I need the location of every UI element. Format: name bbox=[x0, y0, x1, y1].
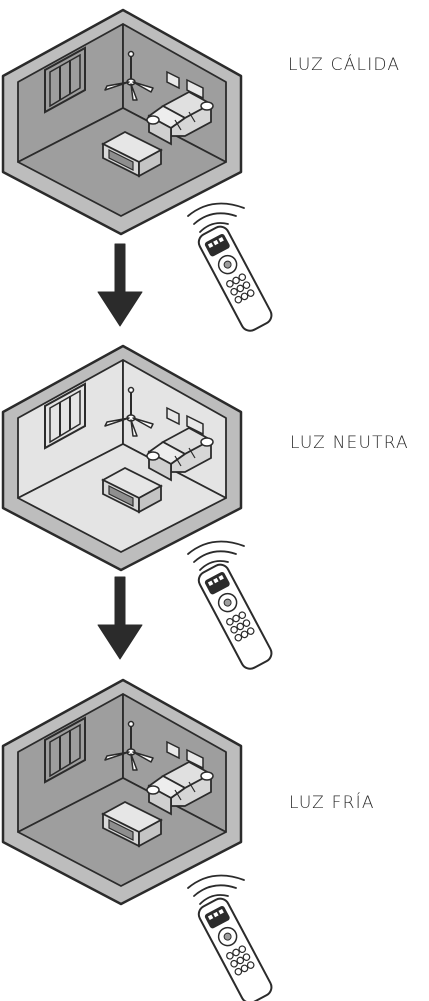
room-icon bbox=[3, 10, 241, 234]
mode-label-neutral: LUZ NEUTRA bbox=[290, 433, 409, 453]
remote-control-icon bbox=[188, 876, 275, 1001]
room-icon bbox=[3, 680, 241, 904]
room-warm-light bbox=[3, 10, 241, 234]
mode-label-cold: LUZ FRÍA bbox=[289, 793, 375, 813]
remote-control-icon bbox=[188, 204, 275, 334]
room-cold-light bbox=[3, 680, 241, 904]
room-icon bbox=[3, 346, 241, 570]
room-neutral-light bbox=[3, 346, 241, 570]
down-arrow-icon bbox=[98, 577, 142, 659]
mode-label-warm: LUZ CÁLIDA bbox=[288, 55, 400, 75]
remote-control-icon bbox=[188, 542, 275, 672]
down-arrow-icon bbox=[98, 244, 142, 326]
